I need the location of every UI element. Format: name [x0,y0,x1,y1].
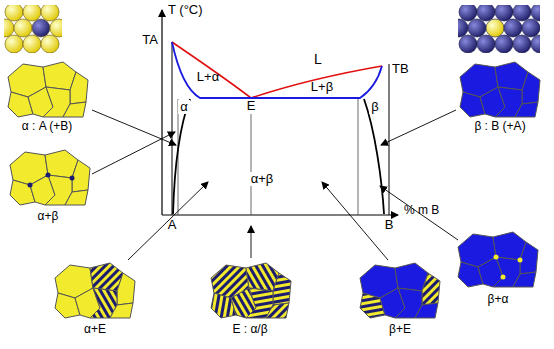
phase-label: α : A (+B) [22,120,73,133]
phase-label: α+β [38,210,59,223]
phase-label: α+E [84,323,106,336]
phase-label: L+β [311,80,333,94]
phase-label: β+α [488,293,509,306]
phase-label: L+α [197,70,219,84]
phase-label: α+β [249,172,276,186]
phase-label: β+E [389,323,411,336]
phase-label: L [314,52,322,67]
phase-label: E [245,99,258,113]
phase-label: α [178,100,190,114]
phase-label: E : α/β [232,323,267,336]
phase-label: β [369,100,380,114]
phase-label: TA [142,33,158,47]
phase-label: TB [392,62,409,76]
phase-label: B [385,218,394,232]
phase-label: β : B (+A) [474,120,525,133]
phase-label: % m B [404,204,439,217]
phase-label: A [168,218,177,232]
phase-label: T (°C) [168,3,203,17]
